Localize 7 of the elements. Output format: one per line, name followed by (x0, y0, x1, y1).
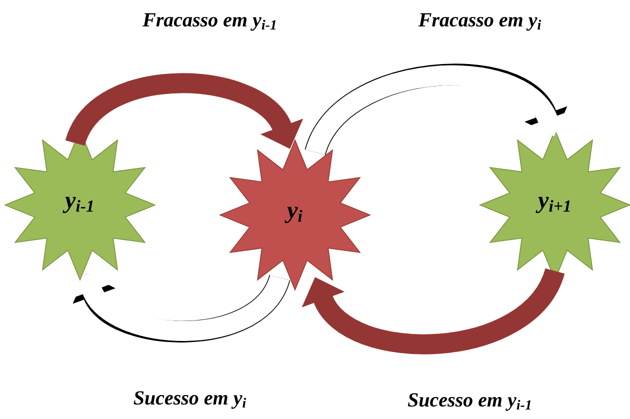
curved-arrow (302, 266, 564, 354)
edge-label: Sucesso em y$_{i-1}$ (408, 393, 531, 411)
curved-arrow (72, 273, 290, 342)
edge-label: Fracasso em y$_{i}$ (418, 13, 542, 31)
edge-label: Sucesso em y$_{i}$ (134, 391, 246, 409)
curved-arrow (305, 64, 568, 157)
edge-label: Fracasso em y$_{i-1}$ (142, 13, 276, 31)
